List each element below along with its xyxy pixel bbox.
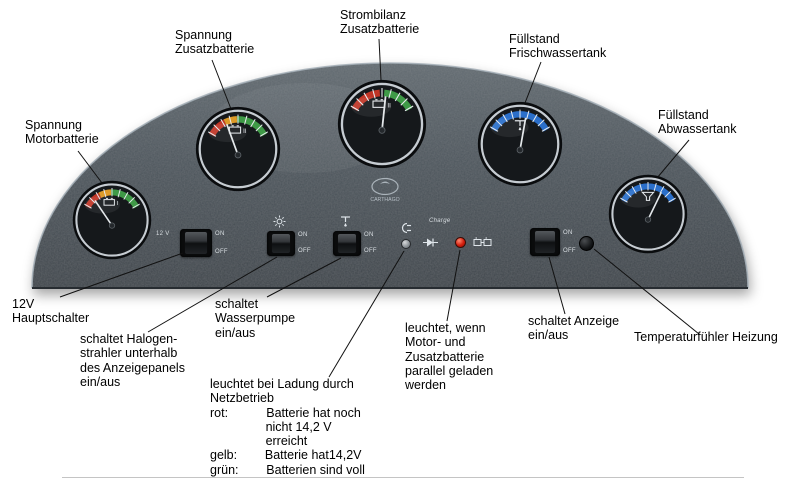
halogen-light-switch[interactable] — [267, 231, 295, 256]
waste-water-level-gauge — [608, 174, 688, 254]
pump-switch-on-label: ON — [364, 232, 374, 238]
label-fuellstand-abwassertank: Füllstand Abwassertank — [658, 108, 737, 137]
pump-switch-off-label: OFF — [364, 248, 377, 254]
label-wasserpumpe: schaltet Wasserpumpe ein/aus — [215, 297, 296, 340]
leader-line — [328, 250, 405, 378]
label-parallel-ladung: leuchtet, wenn Motor- und Zusatzbatterie… — [405, 321, 494, 392]
label-spannung-zusatzbatterie: Spannung Zusatzbatterie — [175, 28, 255, 57]
mains-plug-icon — [401, 222, 411, 234]
dual-battery-icon — [473, 237, 492, 246]
display-switch-off-label: OFF — [563, 248, 576, 254]
leader-line — [524, 61, 542, 104]
carthago-logo: CARTHAGO — [361, 176, 409, 203]
motor-battery-voltage-gauge: I — [72, 180, 152, 260]
leader-line — [211, 59, 232, 110]
halogen-lamp-icon — [273, 215, 286, 228]
label-halogenstrahler: schaltet Halogen- strahler unterhalb des… — [80, 332, 185, 389]
leader-line — [446, 249, 461, 322]
parallel-charge-led — [455, 237, 466, 248]
label-spannung-motorbatterie: Spannung Motorbatterie — [25, 118, 99, 147]
label-anzeige: schaltet Anzeige ein/aus — [528, 314, 620, 343]
page-divider — [62, 477, 744, 478]
logo-emblem — [371, 177, 399, 196]
svg-text:I: I — [117, 201, 119, 207]
halogen-switch-off-label: OFF — [298, 248, 311, 254]
label-ladung-netzbetrieb: leuchtet bei Ladung durch Netzbetrieb ro… — [210, 377, 365, 477]
main-switch-off-label: OFF — [215, 249, 228, 255]
water-pump-switch[interactable] — [333, 231, 361, 256]
label-strombilanz-zusatzbatterie: Strombilanz Zusatzbatterie — [340, 8, 420, 37]
halogen-switch-rocker — [272, 234, 290, 253]
water-pump-icon — [341, 216, 350, 227]
leader-line — [548, 256, 566, 315]
display-switch[interactable] — [530, 228, 560, 256]
charge-label: Charge — [429, 218, 451, 224]
diode-icon — [423, 238, 438, 247]
main-switch-12v[interactable] — [180, 229, 212, 257]
leader-line — [378, 38, 382, 81]
svg-text:II: II — [243, 129, 247, 135]
leader-line — [77, 150, 103, 184]
mains-charge-led — [401, 239, 411, 249]
leader-line — [656, 139, 690, 179]
label-hauptschalter: 12V Hauptschalter — [12, 297, 90, 326]
leader-line — [266, 257, 342, 298]
label-fuellstand-frischwassertank: Füllstand Frischwassertank — [509, 32, 607, 61]
logo-text: CARTHAGO — [370, 197, 399, 203]
display-switch-on-label: ON — [563, 230, 573, 236]
main-switch-voltage-label: 12 V — [156, 231, 170, 237]
svg-text:II: II — [387, 102, 391, 109]
logo-crest — [380, 181, 390, 184]
main-switch-rocker — [185, 232, 207, 254]
water-pump-switch-rocker — [338, 234, 356, 253]
aux-battery-voltage-gauge: II — [195, 106, 281, 192]
main-switch-on-label: ON — [215, 231, 225, 237]
aux-battery-current-balance-gauge: II — [337, 79, 427, 169]
temperature-sensor — [579, 236, 594, 251]
fresh-water-level-gauge — [477, 101, 563, 187]
halogen-switch-on-label: ON — [298, 232, 308, 238]
display-switch-rocker — [535, 231, 555, 253]
label-temperaturfuehler: Temperaturfühler Heizung — [634, 330, 778, 344]
